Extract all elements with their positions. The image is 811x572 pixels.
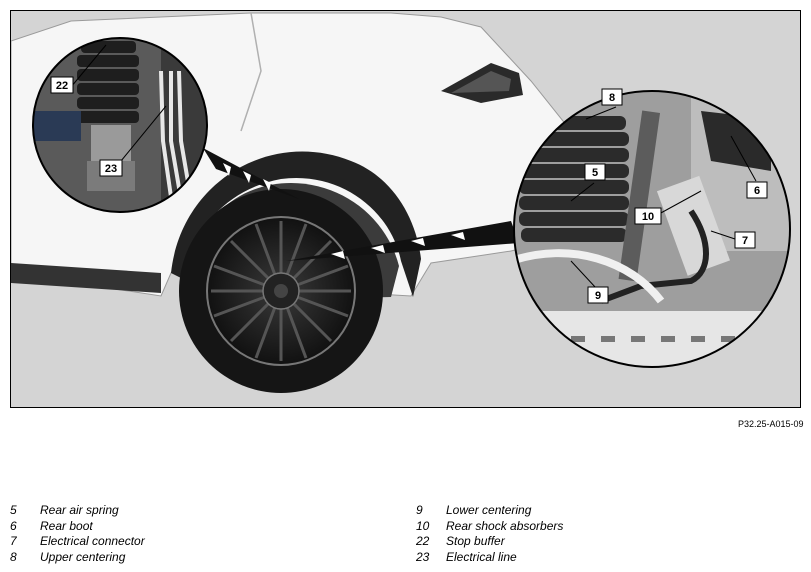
detail-inset-right: 8 5 6 10 7 9 <box>513 88 791 368</box>
legend-label: Electrical line <box>446 549 517 564</box>
legend-item: 22 Stop buffer <box>416 534 563 550</box>
legend-item: 23 Electrical line <box>416 550 563 566</box>
callout-7: 7 <box>742 235 748 247</box>
legend-number: 10 <box>416 518 430 533</box>
legend-label: Rear shock absorbers <box>446 518 564 533</box>
callout-6: 6 <box>754 185 760 197</box>
detail-inset-left: 22 23 <box>32 37 208 213</box>
figure-reference-code: P32.25-A015-09 <box>738 419 804 429</box>
legend-item: 6 Rear boot <box>10 519 145 535</box>
legend-number: 6 <box>10 518 17 533</box>
legend-label: Upper centering <box>40 549 126 564</box>
left-detail-wedge <box>203 148 299 199</box>
callout-23: 23 <box>105 163 117 175</box>
callout-5: 5 <box>592 167 598 179</box>
legend-number: 9 <box>416 503 423 517</box>
vehicle-photo-figure: 22 23 <box>10 10 801 408</box>
legend-item: 7 Electrical connector <box>10 534 145 550</box>
rear-wheel <box>179 189 383 393</box>
legend-label: Stop buffer <box>446 534 505 549</box>
legend-label: Lower centering <box>446 503 532 517</box>
legend-number: 23 <box>416 549 430 564</box>
right-detail-wedge <box>286 221 519 261</box>
legend-number: 22 <box>416 534 430 549</box>
legend-label: Electrical connector <box>40 534 145 549</box>
legend-item: 5 Rear air spring <box>10 503 145 519</box>
vehicle-illustration: 22 23 <box>11 12 791 393</box>
callout-22: 22 <box>56 80 68 92</box>
callout-9: 9 <box>595 290 601 302</box>
legend-number: 8 <box>10 549 17 564</box>
legend-left-column: 5 Rear air spring 6 Rear boot 7 Electric… <box>10 503 145 565</box>
legend-label: Rear boot <box>40 518 93 533</box>
callout-10: 10 <box>642 211 654 223</box>
legend-item: 9 Lower centering <box>416 503 563 519</box>
legend-number: 7 <box>10 534 17 549</box>
legend-item: 10 Rear shock absorbers <box>416 519 563 535</box>
legend-item: 8 Upper centering <box>10 550 145 566</box>
legend-label: Rear air spring <box>40 503 119 517</box>
legend-right-column: 9 Lower centering 10 Rear shock absorber… <box>416 503 563 565</box>
legend-number: 5 <box>10 503 17 517</box>
callout-8: 8 <box>609 92 615 104</box>
